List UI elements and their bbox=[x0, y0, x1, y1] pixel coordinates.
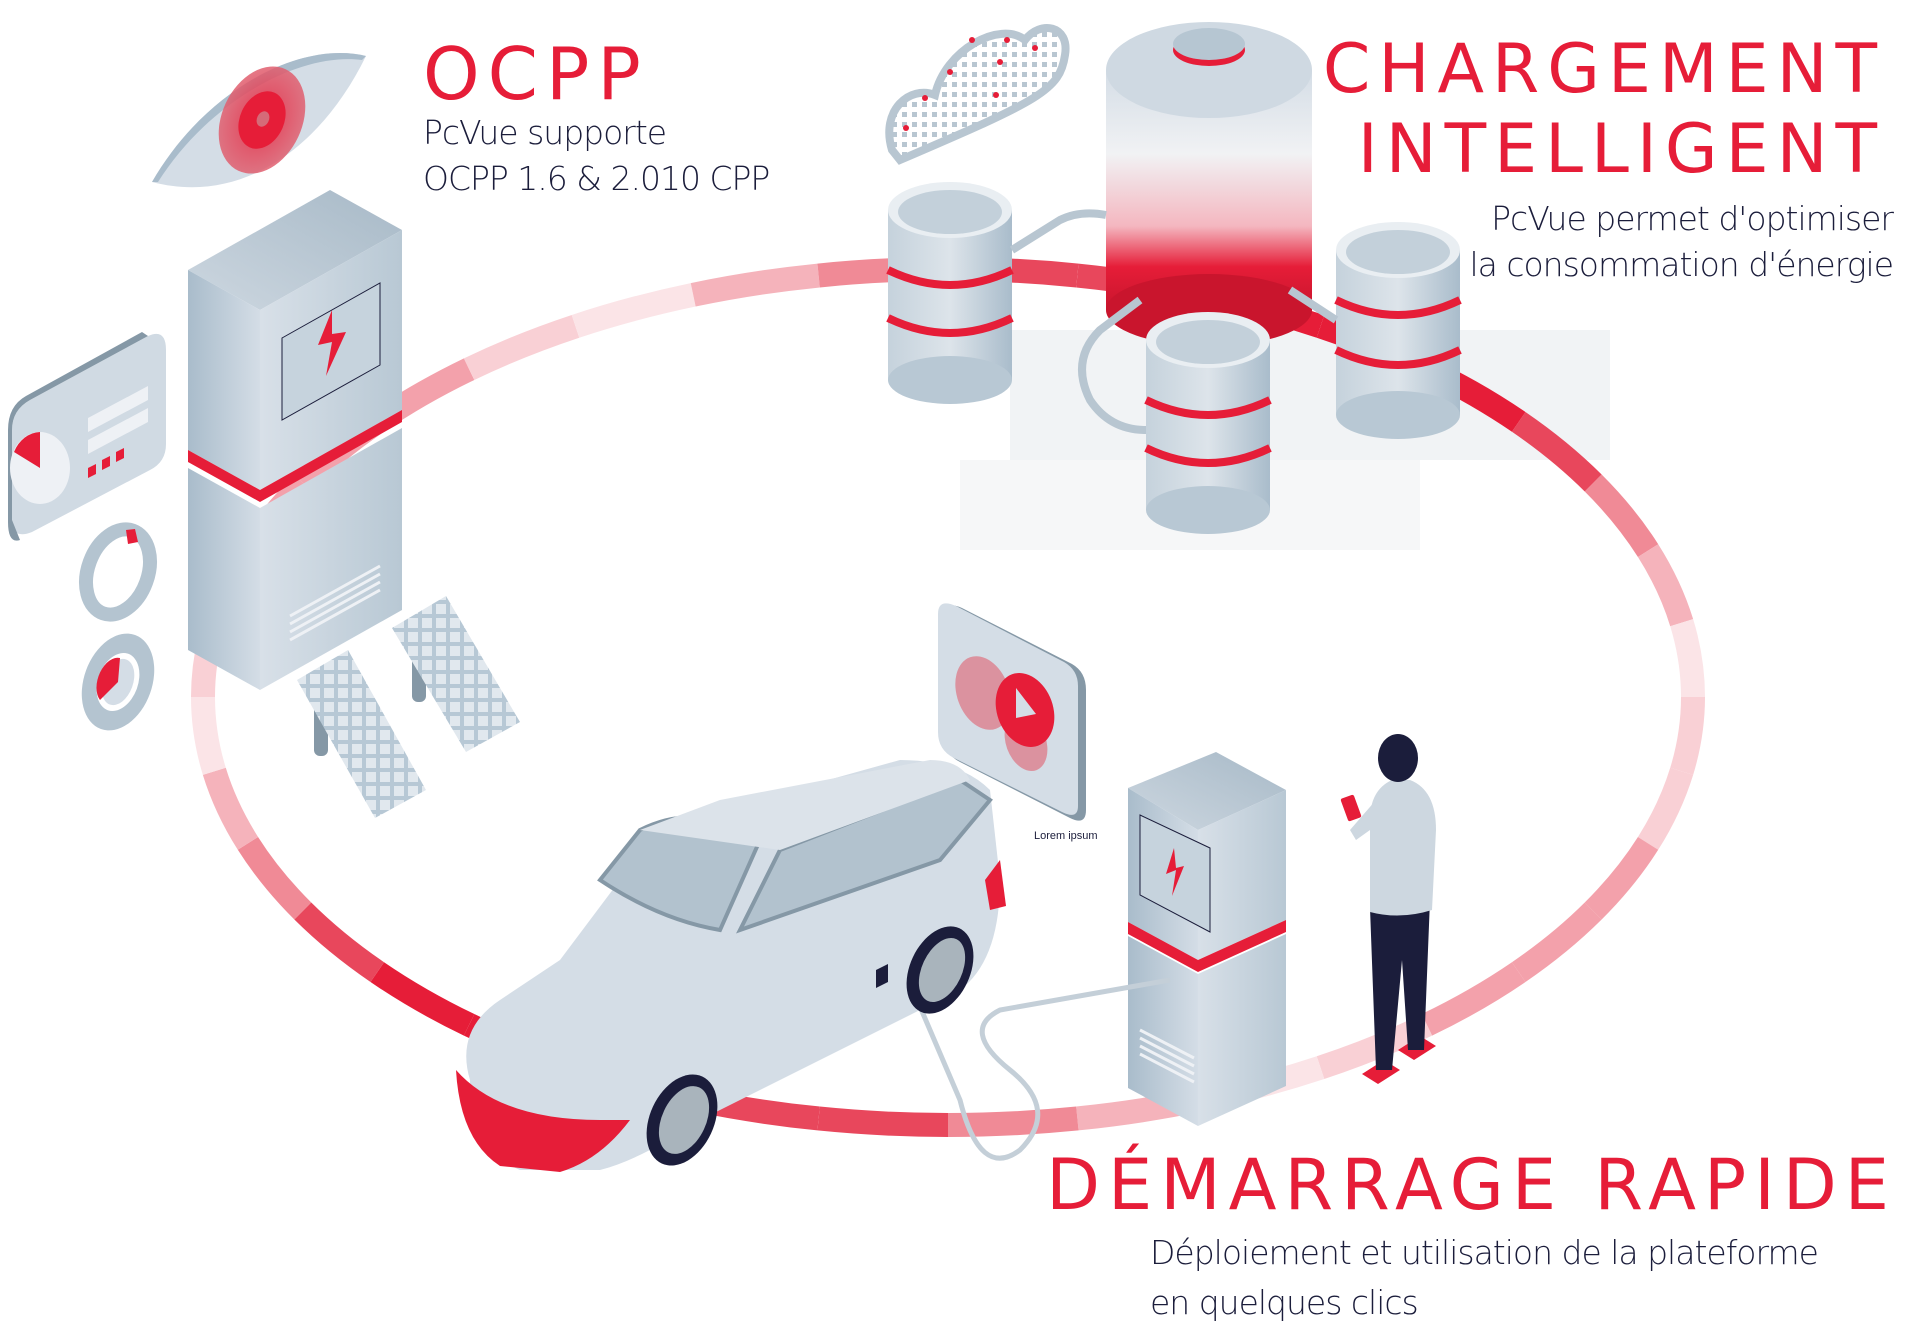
cloud-icon bbox=[885, 24, 1070, 165]
smart-charging-description-line: PcVue permet d'optimiser bbox=[1491, 199, 1894, 238]
smart-charging-description: PcVue permet d'optimiser la consommation… bbox=[1469, 196, 1894, 288]
ocpp-title: OCPP bbox=[423, 32, 649, 116]
ring-segment bbox=[1584, 474, 1659, 558]
charging-station-icon bbox=[1128, 752, 1286, 1126]
ring-segment bbox=[370, 962, 475, 1036]
data-cable bbox=[1009, 209, 1339, 434]
solar-panel-icon bbox=[297, 650, 426, 818]
ring-segment bbox=[1637, 767, 1694, 850]
car-icon bbox=[456, 760, 1006, 1172]
quick-start-description-line: Déploiement et utilisation de la platefo… bbox=[1150, 1233, 1819, 1272]
database-icon bbox=[886, 182, 1014, 404]
ring-segment bbox=[1670, 619, 1705, 698]
media-tile-caption: Lorem ipsum bbox=[1034, 830, 1098, 842]
quick-start-description: Déploiement et utilisation de la platefo… bbox=[1150, 1228, 1819, 1328]
ring-segment bbox=[1584, 836, 1659, 920]
quick-start-title: DÉMARRAGE RAPIDE bbox=[1046, 1144, 1897, 1226]
charging-station-icon bbox=[188, 190, 402, 690]
ring-segment bbox=[947, 1106, 1079, 1137]
donut-chart-icon bbox=[79, 522, 157, 622]
ring-segment bbox=[237, 836, 312, 920]
smartphone-icon bbox=[1340, 794, 1362, 822]
ring-segment bbox=[202, 767, 259, 850]
ring-segment bbox=[571, 283, 696, 338]
ring-segment bbox=[191, 696, 226, 775]
ring-segment bbox=[1511, 902, 1602, 983]
ring-segment bbox=[1511, 411, 1602, 492]
eye-icon bbox=[152, 53, 366, 188]
ring-segment bbox=[1421, 962, 1526, 1036]
charging-cable bbox=[897, 959, 1171, 1161]
quick-start-description-line: en quelques clics bbox=[1150, 1283, 1419, 1322]
ring-segment bbox=[690, 263, 820, 307]
media-tile bbox=[938, 603, 1086, 821]
play-icon bbox=[995, 673, 1055, 747]
ocpp-description: PcVue supporte OCPP 1.6 & 2.010 CPP bbox=[423, 110, 770, 202]
ocpp-description-line: OCPP 1.6 & 2.010 CPP bbox=[423, 159, 770, 198]
database-icon bbox=[1144, 312, 1272, 534]
donut-chart-icon bbox=[81, 633, 155, 731]
person-icon bbox=[1340, 734, 1436, 1084]
floor-shadow bbox=[1010, 330, 1610, 460]
database-icon bbox=[1334, 222, 1462, 439]
smart-charging-title-line: CHARGEMENT bbox=[1322, 30, 1885, 109]
ring-segment bbox=[294, 902, 385, 983]
smart-charging-title: CHARGEMENT INTELLIGENT bbox=[1323, 30, 1885, 190]
ring-segment bbox=[1670, 696, 1705, 775]
ring-segment bbox=[1637, 544, 1694, 627]
solar-panel-icon bbox=[392, 596, 520, 752]
smart-charging-description-line: la consommation d'énergie bbox=[1469, 245, 1894, 284]
ocpp-description-line: PcVue supporte bbox=[423, 113, 667, 152]
smart-charging-title-line: INTELLIGENT bbox=[1357, 110, 1885, 189]
dashboard-card-icon bbox=[8, 332, 166, 541]
ring-segment bbox=[463, 314, 580, 380]
ring-segment bbox=[817, 1106, 949, 1137]
